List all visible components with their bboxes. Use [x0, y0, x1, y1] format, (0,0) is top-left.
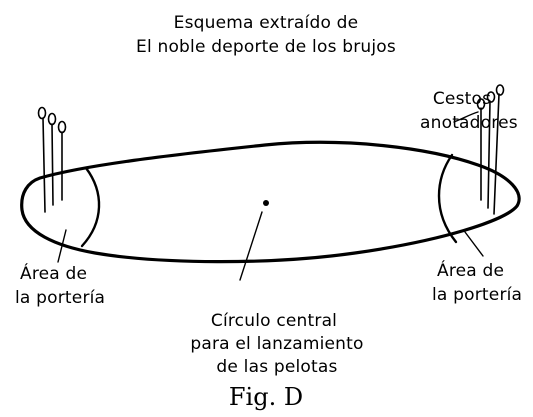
right-hoops [476, 84, 505, 215]
center-label-line-1: Círculo central [211, 311, 337, 331]
left-hoops [37, 106, 67, 213]
hoops-label-leader [453, 111, 479, 123]
center-circle-dot [263, 200, 269, 206]
right-hoop-ring-3 [495, 84, 505, 96]
left-goal-area-line [80, 166, 101, 248]
center-label-line-3: de las pelotas [216, 357, 337, 377]
left-goal-label-line-1: Área de [20, 262, 87, 284]
left-hoop-ring-1 [37, 106, 47, 120]
left-hoop-pole-1 [42, 117, 46, 213]
title-line-2: El noble deporte de los brujos [136, 37, 396, 57]
right-goal-area-line [437, 153, 458, 244]
right-goal-label-line-1: Área de [437, 259, 504, 281]
center-label-line-2: para el lanzamiento [190, 334, 363, 354]
left-goal-label-leader [57, 229, 67, 263]
left-hoop-pole-2 [51, 123, 54, 206]
hoops-label-line-2: anotadores [420, 113, 518, 133]
pitch-outline [20, 140, 521, 264]
left-hoop-ring-3 [57, 120, 67, 134]
figure-caption: Fig. D [229, 383, 303, 411]
right-hoop-ring-2 [486, 91, 496, 103]
right-hoop-pole-2 [487, 100, 491, 209]
right-goal-label-leader [464, 231, 484, 257]
hoops-label-line-1: Cestos [433, 89, 491, 109]
left-hoop-ring-2 [47, 112, 57, 126]
center-label-leader [239, 211, 263, 281]
left-goal-label-line-2: la portería [15, 288, 105, 308]
right-goal-label-line-2: la portería [432, 285, 522, 305]
right-hoop-ring-1 [476, 98, 486, 110]
title-line-1: Esquema extraído de [174, 13, 359, 33]
right-hoop-pole-3 [493, 93, 500, 215]
